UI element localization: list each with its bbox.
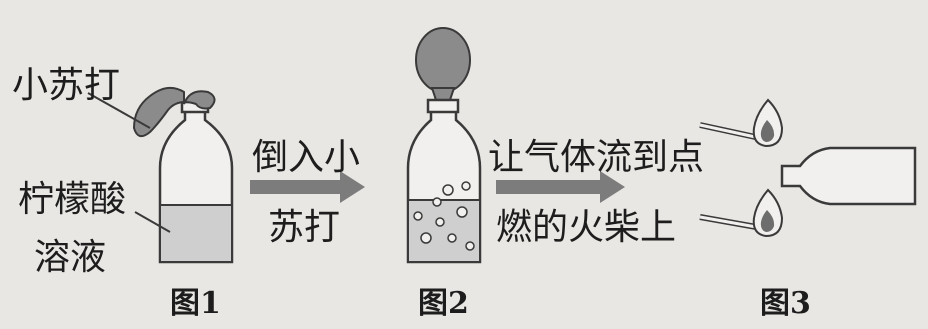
arrow2-text-line1: 让气体流到点	[488, 137, 705, 178]
balloon-neck	[430, 87, 456, 101]
caption-figure1: 图1	[170, 286, 221, 321]
leader-line-soda	[87, 92, 151, 129]
label-baking-soda: 小苏打	[12, 65, 121, 106]
caption-figure3: 图3	[760, 286, 811, 321]
arrow1-text-line2: 苏打	[268, 207, 341, 248]
inflated-balloon	[415, 27, 471, 93]
leader-line-solution	[134, 211, 171, 233]
gas-bubbles	[413, 181, 475, 251]
label-citric-acid: 柠檬酸	[18, 179, 127, 220]
bottle-outline-3	[780, 146, 917, 206]
label-solution: 溶液	[34, 237, 107, 278]
figure1-bottle	[158, 100, 234, 264]
solution-liquid-2	[409, 200, 479, 261]
figure1-balloon	[132, 86, 216, 138]
bottle-neck-2	[426, 98, 460, 114]
caption-figure2: 图2	[418, 286, 469, 321]
flame-core-lower	[760, 210, 775, 232]
solution-liquid	[161, 205, 231, 261]
deflated-balloon	[132, 86, 216, 138]
figure3-tipped-bottle	[780, 146, 917, 206]
figure3-upper-match	[699, 98, 784, 148]
arrow1-text-line1: 倒入小	[252, 137, 361, 178]
arrow2-text-line2: 燃的火柴上	[496, 207, 677, 248]
figure3-lower-match	[699, 188, 784, 238]
flame-core-upper	[760, 120, 775, 142]
figure2-bottle	[406, 98, 482, 264]
figure2-balloon	[415, 27, 471, 101]
arrow-2	[496, 171, 625, 203]
arrow-1	[250, 171, 365, 203]
